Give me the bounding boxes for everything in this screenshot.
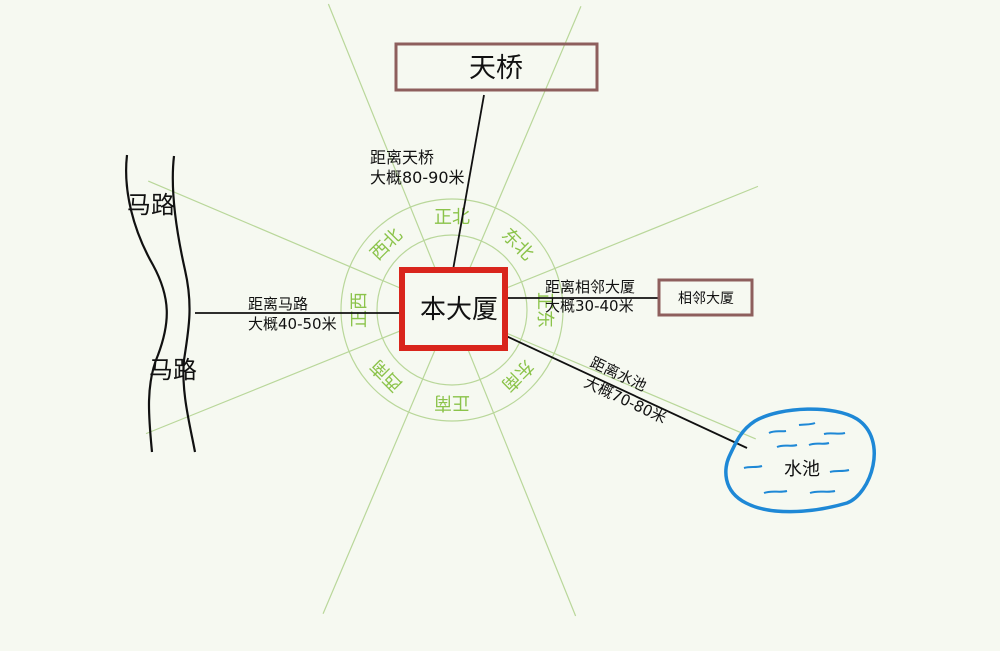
pond-connector-line [505,335,748,449]
road-label-lower: 马路 [149,356,197,384]
compass-outer-ring [340,198,564,422]
bridge-distance-line2: 大概80-90米 [370,168,465,187]
pond-ripple [768,430,787,434]
neighbor-box-frame [657,278,754,317]
pond-ripple [809,490,836,494]
pond-ripple [763,490,788,494]
pond-ripple [798,422,816,426]
neighbor-distance-line2: 大概30-40米 [545,297,634,315]
neighbor-distance-line1: 距离相邻大厦 [545,278,635,296]
pond-ripple [743,465,763,469]
road-right-edge [171,155,197,453]
bridge-box: 天桥 [394,42,599,92]
compass-label-east: 正东 [534,292,555,328]
bridge-connector-line [452,94,485,271]
pond-outline-icon [724,407,876,514]
road-label-upper: 马路 [127,191,175,219]
pond-ripple [808,442,830,446]
pond-ripple [823,432,846,435]
connector-lines [195,94,748,449]
pond: 水池 [724,407,876,514]
compass-spoke-line [322,309,453,615]
neighbor-label: 相邻大厦 [678,291,734,307]
main-building-frame [399,267,508,351]
compass-spoke-line [451,309,577,617]
bridge-distance-line1: 距离天桥 [370,148,434,167]
road-left-edge [125,154,168,453]
compass-inner-ring [376,234,528,386]
road-distance-line1: 距离马路 [248,295,308,313]
pond-ripple [776,444,798,448]
compass-label-north: 正北 [434,207,470,228]
neighbor-building-box: 相邻大厦 [657,278,754,317]
compass-label-south: 正南 [434,392,470,413]
main-building-box: 本大厦 [399,267,508,351]
compass-spoke-line [327,3,453,311]
pond-ripple [829,469,850,473]
bridge-box-frame [394,42,599,92]
road: 马路 马路 [125,154,197,453]
main-building-label: 本大厦 [420,295,498,325]
road-distance-line2: 大概40-50米 [248,315,337,333]
bridge-label: 天桥 [469,53,523,84]
compass-label-west: 正西 [349,292,370,328]
pond-label: 水池 [784,459,820,480]
compass-spoke-line [451,5,582,311]
